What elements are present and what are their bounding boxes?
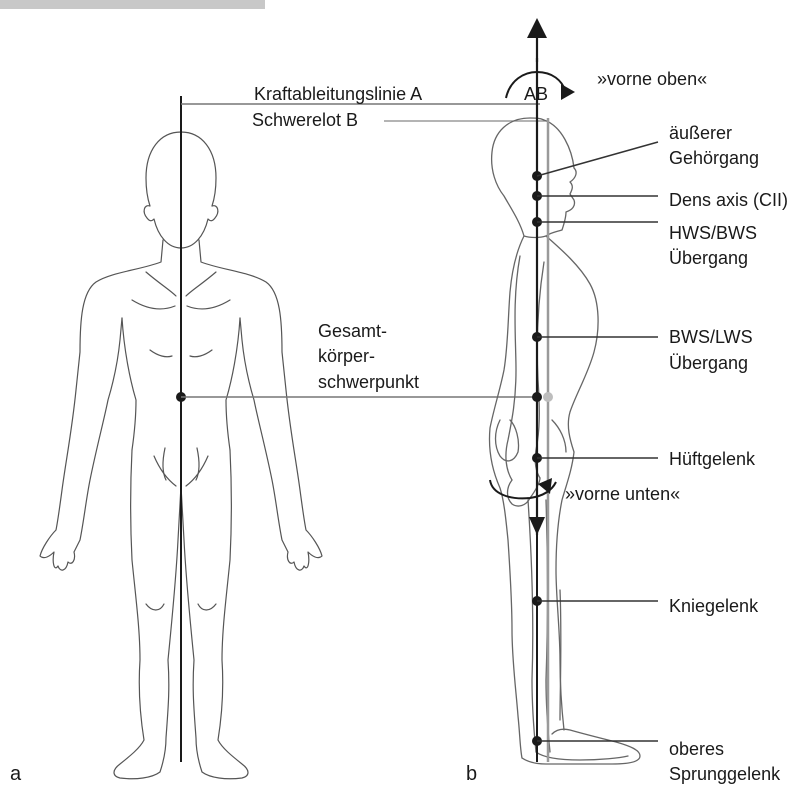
label-bws-2: Übergang [669, 351, 748, 376]
label-gehoergang-1: äußerer [669, 121, 732, 146]
dot-cog-side [532, 392, 542, 402]
label-vorne-oben: »vorne oben« [597, 67, 707, 92]
label-gesamt-1: Gesamt- [318, 319, 387, 344]
label-dens: Dens axis (CII) [669, 188, 788, 213]
dot-cog-gray [543, 392, 553, 402]
label-hws-2: Übergang [669, 246, 748, 271]
label-gesamt-3: schwerpunkt [318, 370, 419, 395]
label-hueftgelenk: Hüftgelenk [669, 447, 755, 472]
label-hws-1: HWS/BWS [669, 221, 757, 246]
side-body-outline [489, 118, 640, 764]
label-ab: AB [524, 82, 548, 107]
label-vorne-unten: »vorne unten« [565, 482, 680, 507]
label-kraftableitungslinie: Kraftableitungslinie A [254, 82, 422, 107]
panel-label-a: a [10, 762, 21, 787]
label-sprung-1: oberes [669, 737, 724, 762]
label-schwerelot: Schwerelot B [252, 108, 358, 133]
label-bws-1: BWS/LWS [669, 325, 753, 350]
panel-label-b: b [466, 762, 477, 787]
label-sprung-2: Sprunggelenk [669, 762, 780, 787]
up-arrow-head [527, 18, 547, 38]
down-arrow-head [529, 517, 545, 535]
label-gehoergang-2: Gehörgang [669, 146, 759, 171]
label-gesamt-2: körper- [318, 344, 375, 369]
label-kniegelenk: Kniegelenk [669, 594, 758, 619]
top-rotation-arrowhead [561, 84, 575, 100]
